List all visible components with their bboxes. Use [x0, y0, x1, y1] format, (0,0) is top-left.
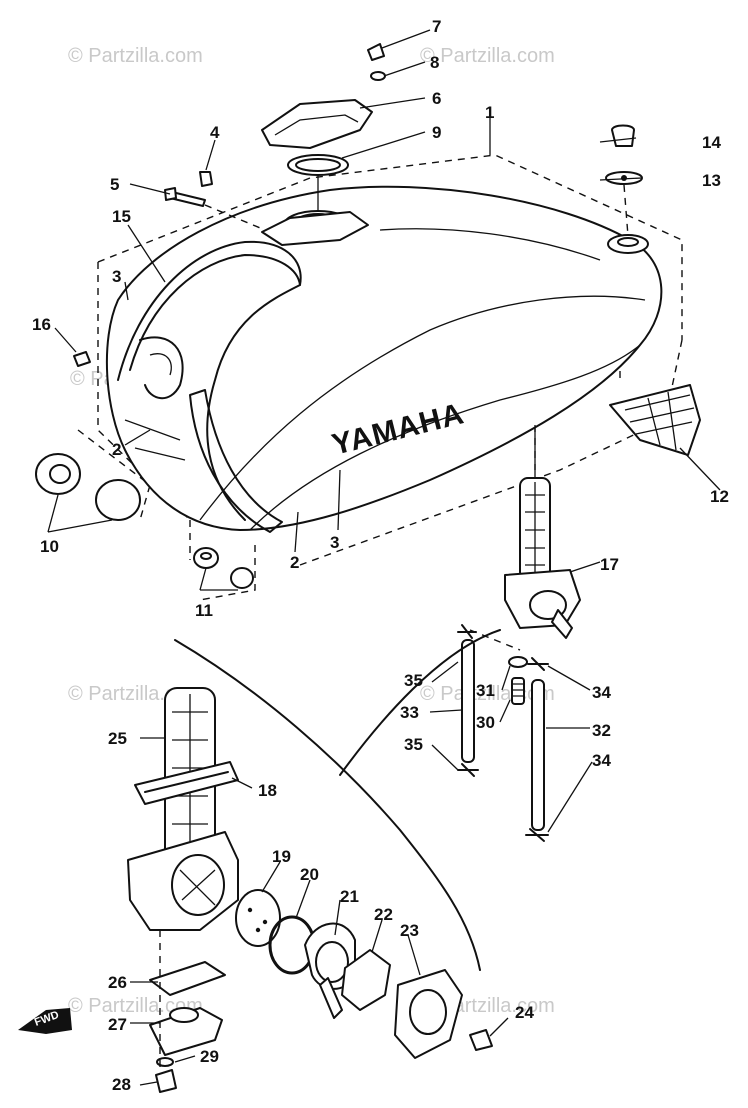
callout-24: 24 — [515, 1003, 534, 1022]
callout-27: 27 — [108, 1015, 127, 1034]
callout-35: 35 — [404, 735, 423, 754]
callout-16: 16 — [32, 315, 51, 334]
front-dampers — [35, 453, 141, 521]
callout-34: 34 — [592, 751, 611, 770]
callout-14: 14 — [702, 133, 721, 152]
callout-2: 2 — [290, 553, 299, 572]
callout-30: 30 — [476, 713, 495, 732]
fuel-hoses — [457, 624, 549, 842]
callout-31: 31 — [476, 681, 495, 700]
fuel-cap-assembly — [261, 43, 386, 212]
detail-boundary — [174, 639, 481, 971]
callout-29: 29 — [200, 1047, 219, 1066]
callout-4: 4 — [210, 123, 220, 142]
callout-10: 10 — [40, 537, 59, 556]
callout-5: 5 — [110, 175, 119, 194]
callout-12: 12 — [710, 487, 729, 506]
rear-damper — [605, 124, 643, 237]
callout-17: 17 — [600, 555, 619, 574]
callout-23: 23 — [400, 921, 419, 940]
fuel-cock-upper — [504, 425, 581, 639]
callout-7: 7 — [432, 17, 441, 36]
callout-13: 13 — [702, 171, 721, 190]
callout-1: 1 — [485, 103, 494, 122]
fuel-tank: YAMAHA — [105, 185, 663, 531]
callout-3: 3 — [330, 533, 339, 552]
callout-22: 22 — [374, 905, 393, 924]
callout-11: 11 — [195, 601, 213, 620]
callout-26: 26 — [108, 973, 127, 992]
forward-direction-marker: FWD — [18, 1008, 72, 1034]
watermark-text: © Partzilla.com — [68, 45, 203, 67]
grommets — [193, 547, 254, 589]
callout-34: 34 — [592, 683, 611, 702]
callout-35: 35 — [404, 671, 423, 690]
mount-bolt — [164, 171, 266, 231]
detail-leader — [339, 629, 501, 776]
callout-33: 33 — [400, 703, 419, 722]
callout-3: 3 — [112, 267, 121, 286]
callout-6: 6 — [432, 89, 441, 108]
callout-9: 9 — [432, 123, 441, 142]
callout-8: 8 — [430, 53, 439, 72]
knee-grip-strip — [117, 240, 302, 533]
callout-numbers: 1 2 2 3 3 4 5 6 7 8 9 10 11 12 13 14 15 … — [32, 17, 729, 1094]
callout-2: 2 — [112, 440, 121, 459]
callout-28: 28 — [112, 1075, 131, 1094]
fuel-cock-exploded — [127, 687, 493, 1093]
watermark-text: © Partzilla.com — [68, 995, 203, 1017]
callout-19: 19 — [272, 847, 291, 866]
callout-18: 18 — [258, 781, 277, 800]
callout-15: 15 — [112, 207, 131, 226]
callout-25: 25 — [108, 729, 127, 748]
watermark-text: © Partzilla.com — [420, 45, 555, 67]
callout-20: 20 — [300, 865, 319, 884]
rear-seat-pad — [609, 384, 701, 456]
callout-21: 21 — [340, 887, 359, 906]
callout-leaders — [47, 29, 721, 1086]
small-nut — [73, 351, 91, 367]
callout-32: 32 — [592, 721, 611, 740]
